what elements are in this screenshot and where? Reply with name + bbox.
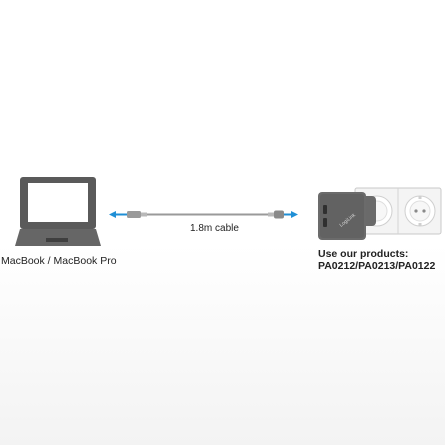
connector-strain-relief-left	[141, 212, 147, 217]
connector-strain-relief-right	[268, 212, 274, 217]
usb-c-connector	[274, 210, 284, 219]
laptop-base	[15, 229, 101, 246]
products-heading: Use our products:	[318, 248, 409, 260]
cable-icon	[109, 210, 298, 219]
charger-port-bottom	[323, 218, 327, 227]
left-arrow-icon	[109, 211, 127, 218]
laptop-screen	[28, 183, 88, 222]
product-codes: PA0212/PA0213/PA0122	[318, 260, 436, 272]
right-arrow-icon	[284, 211, 298, 218]
cable-length-label: 1.8m cable	[190, 223, 239, 234]
laptop-touchpad	[46, 238, 68, 242]
laptop-icon	[15, 177, 101, 246]
magsafe-connector	[127, 211, 141, 218]
socket-right-inner	[409, 200, 431, 222]
charger-port-top	[323, 205, 327, 214]
laptop-label: MacBook / MacBook Pro	[1, 255, 117, 267]
charger-icon: LogiLink	[318, 192, 376, 240]
charger-face	[320, 194, 364, 238]
